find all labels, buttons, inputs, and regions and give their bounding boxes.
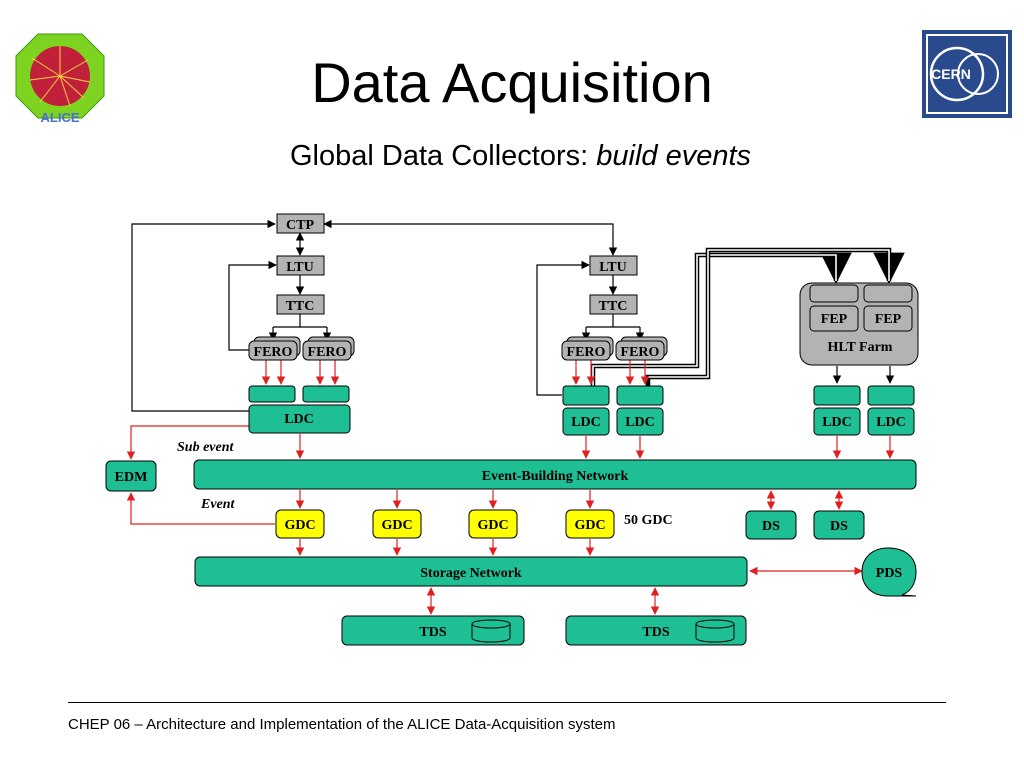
tds-box-1: TDS — [341, 615, 525, 646]
svg-text:FERO: FERO — [567, 345, 606, 360]
fero-ltu-busy-left — [228, 260, 277, 351]
ttc-box-right: TTC — [589, 294, 638, 315]
footer-text: CHEP 06 – Architecture and Implementatio… — [68, 716, 616, 733]
storage-network: Storage Network — [194, 556, 748, 587]
cern-logo: CERN — [922, 30, 1012, 118]
svg-text:LDC: LDC — [571, 415, 601, 430]
svg-text:GDC: GDC — [381, 518, 412, 533]
svg-text:TDS: TDS — [642, 625, 669, 640]
fep-box-1 — [809, 305, 859, 332]
ctp-ltu-right-link — [323, 219, 618, 256]
ds-box-1: DS — [745, 510, 797, 540]
gdc-box-1: GDC — [275, 509, 325, 539]
edm-box: EDM — [105, 460, 157, 492]
sub-event-label: Sub event — [177, 440, 235, 455]
svg-text:LDC: LDC — [284, 412, 314, 427]
ds-box-2: DS — [813, 510, 865, 540]
tds-box-2: TDS — [565, 615, 747, 646]
svg-text:Event-Building Network: Event-Building Network — [482, 469, 629, 484]
ldc-box-right-1: LDC — [562, 385, 610, 436]
svg-text:FERO: FERO — [254, 345, 293, 360]
pds-box: PDS — [861, 547, 917, 597]
gdc-box-3: GDC — [468, 509, 518, 539]
ttc-box-left: TTC — [276, 294, 325, 315]
ltu-box-left: LTU — [276, 255, 325, 276]
disk-icon — [471, 619, 511, 643]
ldc-ltu-busy-right — [536, 260, 590, 396]
fero-box-left-2: FERO — [302, 336, 355, 361]
svg-text:FERO: FERO — [308, 345, 347, 360]
svg-text:TTC: TTC — [286, 299, 315, 314]
footer-divider — [68, 702, 946, 703]
svg-text:Storage Network: Storage Network — [420, 566, 522, 581]
svg-text:LDC: LDC — [625, 415, 655, 430]
data-connections — [126, 360, 895, 615]
svg-text:GDC: GDC — [284, 518, 315, 533]
subtitle-text: Global Data Collectors: — [290, 140, 597, 172]
svg-text:EDM: EDM — [115, 470, 148, 485]
fero-box-left-1: FERO — [248, 336, 301, 361]
svg-text:LDC: LDC — [822, 415, 852, 430]
cern-logo-text: CERN — [931, 66, 971, 82]
hlt-farm: FEP FEP HLT Farm — [799, 282, 919, 366]
ldc-box-hlt-2: LDC — [867, 385, 915, 436]
ldc-ctp-busy-left — [131, 219, 276, 412]
page-title: Data Acquisition — [311, 51, 713, 114]
daq-architecture-diagram: ALICE CERN — [15, 30, 1012, 646]
control-connections — [131, 219, 905, 412]
gdc-box-2: GDC — [372, 509, 422, 539]
svg-text:TTC: TTC — [599, 299, 628, 314]
hlt-farm-label: HLT Farm — [828, 340, 893, 355]
page-subtitle: Global Data Collectors: build events — [290, 140, 751, 173]
alice-logo-text: ALICE — [41, 110, 80, 125]
disk-icon — [695, 619, 735, 643]
alice-logo: ALICE — [15, 33, 105, 125]
svg-text:TDS: TDS — [419, 625, 446, 640]
ctp-box: CTP — [276, 213, 325, 234]
ldc-box-hlt-1: LDC — [813, 385, 861, 436]
svg-text:DS: DS — [762, 519, 780, 534]
svg-text:CTP: CTP — [286, 218, 314, 233]
svg-text:GDC: GDC — [574, 518, 605, 533]
gdc-box-4: GDC — [565, 509, 615, 539]
svg-text:GDC: GDC — [477, 518, 508, 533]
gdc-count-label: 50 GDC — [624, 513, 673, 528]
ltu-box-right: LTU — [589, 255, 638, 276]
svg-text:FERO: FERO — [621, 345, 660, 360]
event-label: Event — [200, 497, 236, 512]
event-building-network: Event-Building Network — [193, 459, 917, 490]
svg-text:FEP: FEP — [821, 312, 848, 327]
svg-text:LDC: LDC — [876, 415, 906, 430]
subtitle-emphasis: build events — [596, 140, 752, 172]
svg-text:FEP: FEP — [875, 312, 902, 327]
fero-box-right-2: FERO — [615, 336, 668, 361]
svg-text:LTU: LTU — [599, 260, 627, 275]
fero-box-right-1: FERO — [561, 336, 614, 361]
ldc-box-left: LDC — [248, 385, 351, 434]
svg-text:LTU: LTU — [286, 260, 314, 275]
svg-text:DS: DS — [830, 519, 848, 534]
fep-box-2 — [863, 305, 913, 332]
ldc-box-right-2: LDC — [616, 385, 664, 436]
svg-text:PDS: PDS — [876, 566, 903, 581]
